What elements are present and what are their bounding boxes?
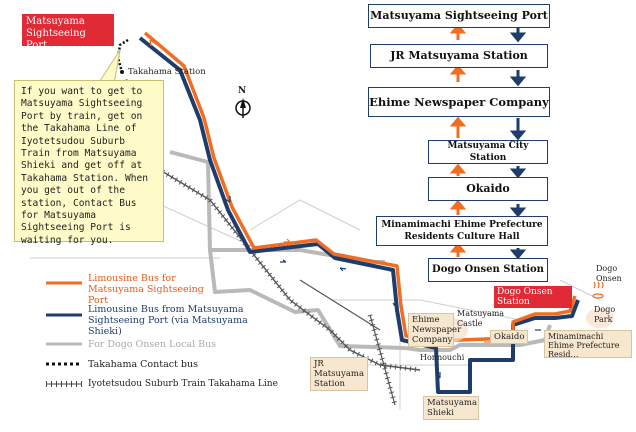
matsuyama-castle-map-label: Matsuyama Castle: [457, 309, 505, 328]
dogo-park-map-label: Dogo Park: [594, 305, 616, 324]
dogo-park-area: [586, 308, 614, 328]
legend-orange-label: Limousine Bus for Matsuyama Sightseeing …: [88, 273, 204, 306]
minamimachi-map-label: Minamimachi Ehime Prefecture Resid…: [544, 330, 632, 358]
jr-matsuyama-map-label: JR Matsuyama Station: [310, 357, 368, 391]
north-arrow-icon: [235, 98, 251, 118]
route-station-okaido: Okaido: [428, 177, 548, 201]
dogo-onsen-map-label: Dogo Onsen: [596, 264, 622, 283]
compass-north-label: N: [238, 86, 247, 96]
map-direction-arrows: [149, 39, 541, 379]
okaido-map-label: Okaido: [490, 330, 529, 344]
dogo-onsen-station-map-label: Dogo Onsen Station: [494, 286, 572, 308]
legend-dotted-label: Takahama Contact bus: [88, 359, 198, 370]
takahama-station-label: Takahama Station: [128, 67, 206, 77]
route-station-sightseeing-port: Matsuyama Sightseeing Port: [368, 4, 550, 28]
matsuyama-shieki-map-label: Matsuyama Shieki: [423, 396, 479, 420]
hot-spring-icon: [592, 281, 604, 299]
route-station-jr-matsuyama: JR Matsuyama Station: [370, 44, 548, 68]
legend-rail-label: Iyotetsudou Suburb Train Takahama Line: [88, 379, 278, 389]
sightseeing-port-label: Matsuyama Sightseeing Port: [22, 14, 114, 51]
takahama-station-marker: [120, 70, 124, 74]
orange-route-line: [143, 31, 577, 342]
legend-line-samples: [46, 281, 82, 387]
train-info-callout: If you want to get to Matsuyama Sightsee…: [14, 80, 164, 246]
route-diagram-connectors: [449, 23, 527, 260]
honnouchi-map-label: Honnouchi: [420, 353, 465, 362]
navy-route-line: [138, 36, 580, 394]
route-station-minamimachi: Minamimachi Ehime Prefecture Residents C…: [376, 216, 548, 246]
route-station-ehime-newspaper: Ehime Newspaper Company: [368, 87, 550, 117]
route-station-dogo-onsen: Dogo Onsen Station: [428, 258, 548, 282]
legend-gray-label: For Dogo Onsen Local Bus: [88, 339, 217, 350]
railway-line: [122, 79, 421, 406]
ehime-newspaper-map-label: Ehime Newspaper Company: [408, 313, 461, 347]
route-station-matsuyama-city: Matsuyama City Station: [428, 140, 548, 164]
legend-navy-label: Limousine Bus from Matsuyama Sightseeing…: [88, 304, 248, 337]
